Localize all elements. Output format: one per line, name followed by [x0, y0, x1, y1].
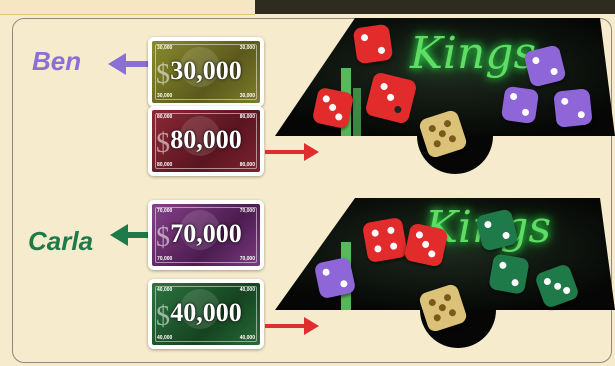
bill-corner-label: 40,000 [240, 287, 255, 293]
purple-die [501, 86, 539, 124]
red-die [312, 87, 355, 130]
bill-70000: $ 70,000 70,000 70,000 70,000 70,000 [148, 200, 264, 270]
player-name-carla: Carla [28, 226, 93, 257]
bill-corner-label: 70,000 [157, 256, 172, 262]
bill-80000: $ 80,000 80,000 80,000 80,000 80,000 [148, 106, 264, 176]
bill-corner-label: 30,000 [240, 93, 255, 99]
purple-die [314, 257, 357, 300]
bill-corner-label: 30,000 [157, 93, 172, 99]
bill-corner-label: 70,000 [157, 208, 172, 214]
purple-die [553, 88, 593, 128]
board-title: Kings [410, 28, 536, 79]
bill-corner-label: 40,000 [157, 287, 172, 293]
casino-board-1: Kings [275, 18, 615, 138]
bill-corner-label: 30,000 [157, 45, 172, 51]
bill-amount: 70,000 [152, 219, 260, 249]
red-die [362, 217, 408, 263]
bill-corner-label: 80,000 [157, 162, 172, 168]
bill-corner-label: 40,000 [240, 335, 255, 341]
bill-30000: $ 30,000 30,000 30,000 30,000 30,000 [148, 37, 264, 107]
bill-corner-label: 30,000 [240, 45, 255, 51]
player-name-ben: Ben [32, 46, 81, 77]
top-banner-left [0, 0, 255, 15]
bill-amount: 80,000 [152, 125, 260, 155]
top-banner-dark [255, 0, 615, 14]
red-die [403, 222, 448, 267]
bill-corner-label: 70,000 [240, 256, 255, 262]
green-die [488, 253, 530, 295]
casino-board-2: Kings [275, 198, 615, 318]
bill-corner-label: 80,000 [240, 162, 255, 168]
bill-corner-label: 80,000 [157, 114, 172, 120]
red-die [353, 24, 394, 65]
bill-amount: 40,000 [152, 298, 260, 328]
bill-corner-label: 70,000 [240, 208, 255, 214]
bill-amount: 30,000 [152, 56, 260, 86]
bill-corner-label: 80,000 [240, 114, 255, 120]
bill-corner-label: 40,000 [157, 335, 172, 341]
bill-40000: $ 40,000 40,000 40,000 40,000 40,000 [148, 279, 264, 349]
